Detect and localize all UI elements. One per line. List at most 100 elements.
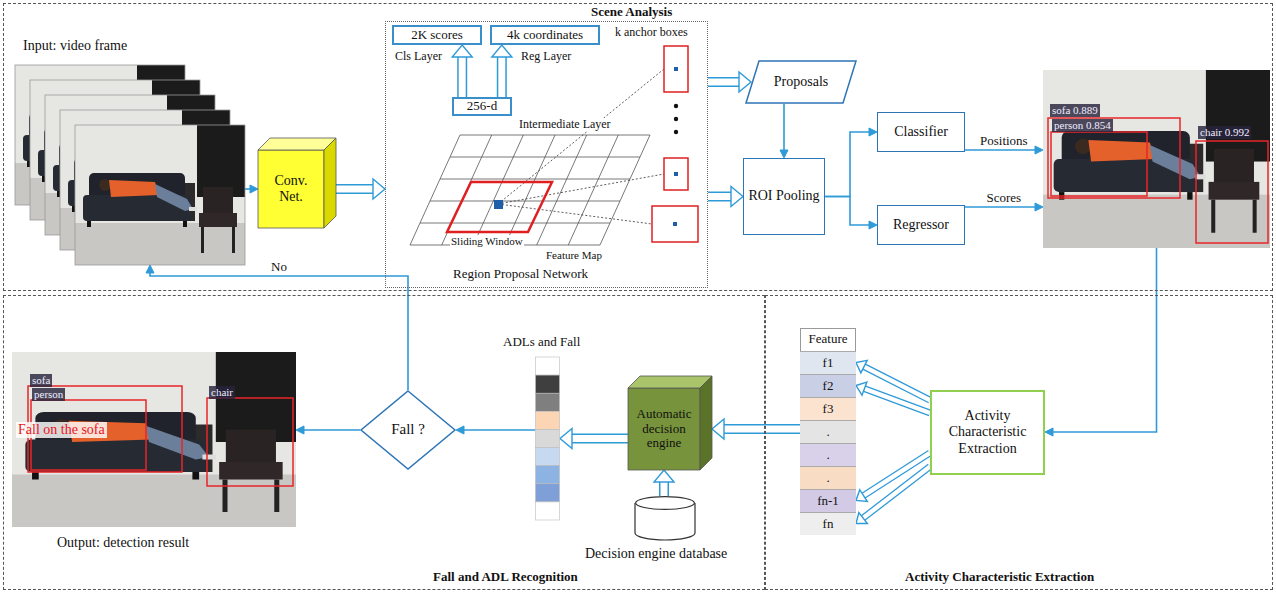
connector-line-inner	[336, 186, 374, 193]
connector-line	[965, 149, 1036, 151]
arrow-head	[1035, 146, 1043, 154]
connector	[492, 45, 512, 97]
connector-line-inner	[863, 467, 930, 519]
result-label: Fall on the sofa	[16, 422, 107, 438]
anchor-boxes-part	[674, 104, 678, 108]
feature-map-grid-part	[568, 135, 618, 245]
detection-photo	[1043, 70, 1270, 248]
node-text: f1	[823, 356, 834, 371]
node-text: Automatic decision engine	[632, 407, 696, 452]
bar-segment	[536, 393, 560, 411]
connector-line	[464, 429, 536, 431]
bar-segment	[536, 375, 560, 393]
connector	[856, 382, 930, 413]
anchor-boxes-part	[674, 172, 678, 176]
arrow-head	[560, 429, 572, 449]
decision-engine-cube: Automatic decision engine	[628, 388, 700, 470]
connector	[708, 187, 743, 207]
sliding-window-part	[447, 182, 552, 232]
leader-line-part	[498, 69, 664, 204]
arrow-head	[712, 419, 724, 439]
connector-line	[150, 273, 408, 391]
feature-map-grid-part	[473, 135, 523, 245]
bar-caption: ADLs and Fall	[503, 335, 580, 350]
connector	[856, 360, 930, 400]
decision-diamond-face	[361, 391, 455, 469]
result-photo-part	[12, 352, 296, 527]
extraction-box: Activity Characteristic Extraction	[930, 390, 1045, 475]
connector-line	[572, 434, 629, 444]
node-text: .	[826, 448, 829, 463]
video-frame-stack-art-part	[75, 125, 245, 265]
feature-cell: fn	[800, 512, 856, 535]
part-label: Cls Layer	[394, 50, 443, 63]
conv-net-cube-face	[258, 138, 336, 150]
result-label: sofa	[30, 374, 52, 387]
bar-segment	[536, 484, 560, 502]
connector-line	[783, 104, 785, 151]
connector-line-inner	[864, 388, 930, 412]
connector	[146, 265, 408, 390]
connector	[825, 197, 877, 230]
connector	[1045, 248, 1157, 436]
connector	[780, 104, 788, 158]
conv-net-cube-face	[258, 150, 324, 228]
node-text: 2K scores	[411, 28, 463, 43]
connector-line	[659, 482, 669, 497]
decision-diamond: Fall ?	[360, 390, 456, 470]
anchor-boxes-part	[652, 206, 698, 242]
connector-line-inner	[459, 57, 466, 98]
connector	[456, 426, 535, 434]
proposals-box: Proposals	[745, 60, 857, 104]
node-text: Fall ?	[391, 421, 425, 438]
node-text: .	[826, 471, 829, 486]
connector-line	[965, 206, 1036, 208]
arrow-head	[869, 128, 877, 136]
part-label: Reg Layer	[520, 50, 572, 63]
feature-cell: f1	[800, 351, 856, 374]
bar-segment	[536, 429, 560, 447]
arrow-head	[250, 185, 258, 193]
connector	[452, 45, 472, 97]
result-photo	[12, 352, 296, 527]
connector	[825, 128, 877, 197]
result-photo-part	[207, 398, 293, 486]
bar-segment	[536, 411, 560, 429]
part-label: Sliding Window	[450, 235, 524, 247]
node-text: f2	[823, 379, 834, 394]
detection-label: sofa 0.889	[1050, 104, 1100, 117]
arrow-head	[1035, 203, 1043, 211]
class-bar-outline	[535, 357, 560, 520]
arrow-head	[492, 45, 512, 57]
connector-line	[708, 192, 732, 202]
layer-box: 4k coordinates	[490, 25, 600, 45]
layer-box: 256-d	[452, 97, 512, 116]
node-text: 4k coordinates	[507, 28, 583, 43]
node-text: fn	[823, 517, 834, 532]
connector-line	[457, 57, 467, 98]
connector-line	[864, 388, 930, 412]
node-text: ROI Pooling	[748, 188, 819, 204]
feature-map-grid-part	[410, 135, 460, 245]
feature-cell: f3	[800, 397, 856, 420]
connector-line	[497, 57, 507, 98]
edge-label: No	[270, 260, 288, 274]
sliding-window	[447, 182, 552, 232]
arrow-head	[296, 426, 304, 434]
connector	[560, 429, 628, 449]
video-frame-stack: Input: video frame	[15, 65, 245, 265]
connector-line	[1053, 248, 1157, 432]
part-label: Feature Map	[545, 249, 603, 261]
leader-line-part	[498, 204, 652, 224]
edge-label: Scores	[986, 191, 1023, 205]
detection-photo-part	[1048, 118, 1180, 198]
connector-line	[304, 429, 361, 431]
layer-box: 2K scores	[392, 25, 482, 45]
connector	[708, 72, 751, 92]
process-box: Classifier	[877, 112, 965, 152]
connector	[296, 426, 360, 434]
connector-line-inner	[661, 482, 668, 497]
class-bar: ADLs and Fall	[535, 357, 560, 520]
